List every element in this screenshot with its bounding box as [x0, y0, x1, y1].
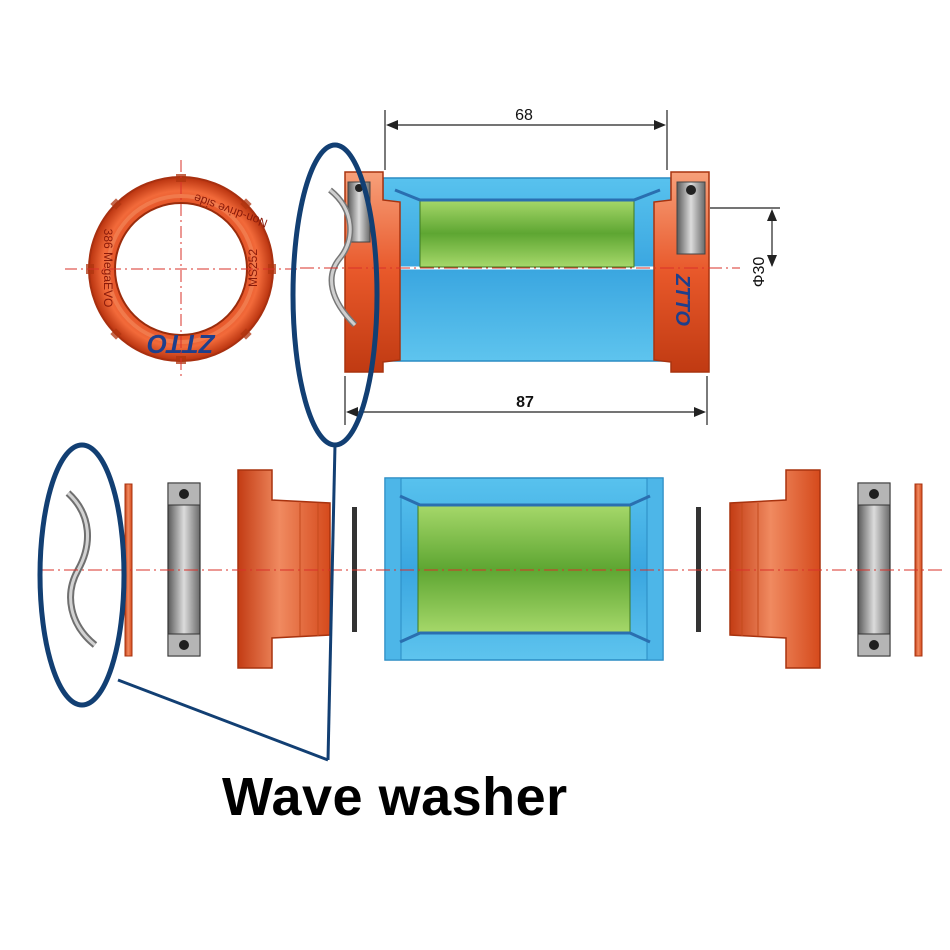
cup-face-ring: Non-drive side 386 MegaEVO MS252 ZTTO	[65, 160, 300, 380]
exploded-view	[40, 469, 945, 669]
cup-brand-logo: ZTTO	[671, 273, 693, 326]
center-sleeve	[417, 504, 631, 634]
dimension-87: 87	[344, 376, 708, 425]
caption-label: Wave washer	[222, 767, 568, 827]
wave-washer-left	[65, 490, 98, 648]
ring-text-model: 386 MegaEVO	[101, 229, 115, 308]
right-cup-exploded	[729, 469, 821, 669]
dimension-phi30: Φ30	[710, 207, 780, 288]
dimension-label-87: 87	[516, 394, 534, 411]
sleeve-insert	[419, 199, 635, 268]
dimension-68: 68	[384, 107, 668, 170]
ring-text-code: MS252	[246, 249, 260, 287]
wave-washer-callout	[37, 142, 380, 762]
highlight-ellipse-exploded	[37, 442, 127, 708]
dimension-label-68: 68	[515, 107, 533, 124]
left-cup-exploded	[237, 469, 331, 669]
dimension-label-phi30: Φ30	[751, 257, 768, 288]
assembled-bottom-bracket: ZTTO	[300, 171, 740, 373]
